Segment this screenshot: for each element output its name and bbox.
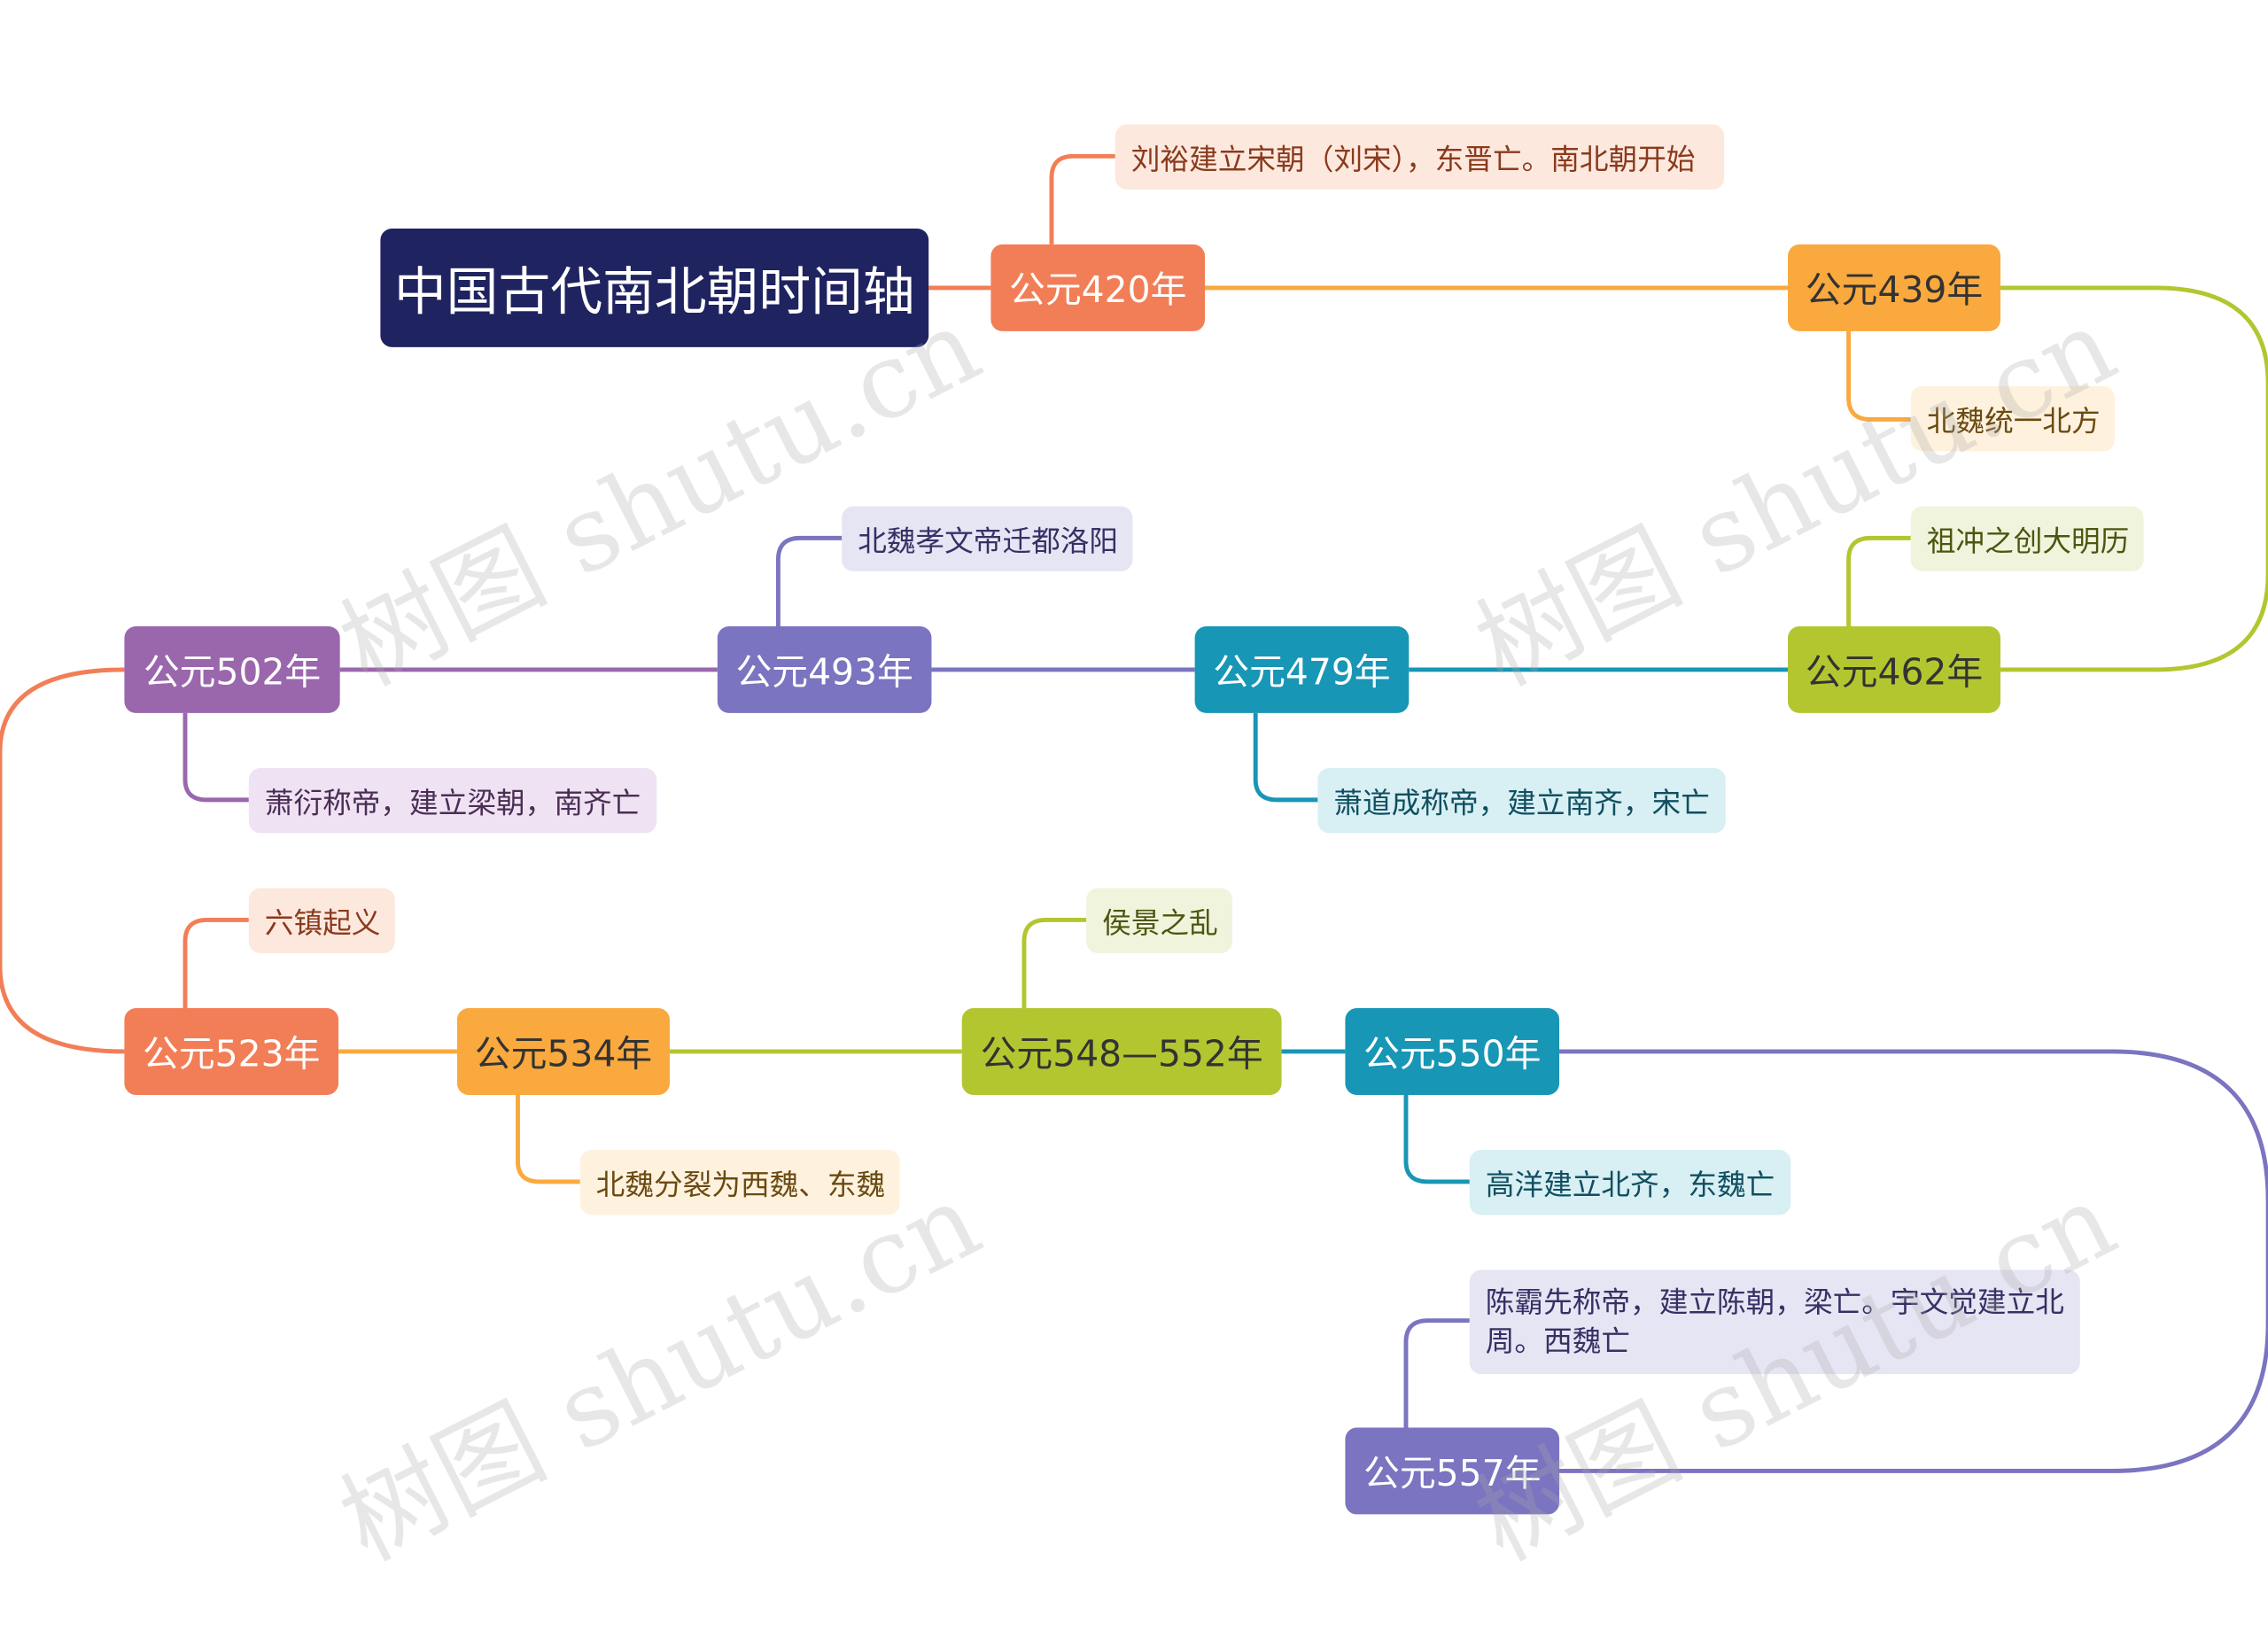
- note-550[interactable]: 高洋建立北齐，东魏亡: [1469, 1149, 1791, 1215]
- year-node-479[interactable]: 公元479年: [1194, 625, 1410, 713]
- note-557[interactable]: 陈霸先称帝，建立陈朝，梁亡。宇文觉建立北周。西魏亡: [1469, 1269, 2080, 1375]
- year-node-420[interactable]: 公元420年: [990, 244, 1206, 331]
- note-479[interactable]: 萧道成称帝，建立南齐，宋亡: [1317, 767, 1726, 834]
- year-node-557[interactable]: 公元557年: [1345, 1427, 1560, 1515]
- year-node-502[interactable]: 公元502年: [124, 625, 340, 713]
- note-548-552[interactable]: 侯景之乱: [1086, 888, 1233, 953]
- year-node-439[interactable]: 公元439年: [1788, 244, 2001, 331]
- year-node-493[interactable]: 公元493年: [717, 625, 932, 713]
- page-title: 中国古代南北朝时间轴: [380, 228, 929, 347]
- note-420[interactable]: 刘裕建立宋朝（刘宋），东晋亡。南北朝开始: [1115, 124, 1725, 190]
- year-node-550[interactable]: 公元550年: [1345, 1007, 1560, 1095]
- note-523[interactable]: 六镇起义: [248, 888, 395, 953]
- year-node-534[interactable]: 公元534年: [456, 1007, 670, 1095]
- note-462[interactable]: 祖冲之创大明历: [1910, 506, 2144, 571]
- note-493[interactable]: 北魏孝文帝迁都洛阳: [842, 506, 1133, 571]
- year-node-462[interactable]: 公元462年: [1788, 625, 2001, 713]
- note-502[interactable]: 萧衍称帝，建立梁朝，南齐亡: [248, 767, 657, 834]
- note-439[interactable]: 北魏统一北方: [1910, 385, 2116, 452]
- year-node-523[interactable]: 公元523年: [124, 1007, 339, 1095]
- year-node-548-552[interactable]: 公元548—552年: [961, 1007, 1282, 1095]
- note-534[interactable]: 北魏分裂为西魏、东魏: [579, 1149, 900, 1215]
